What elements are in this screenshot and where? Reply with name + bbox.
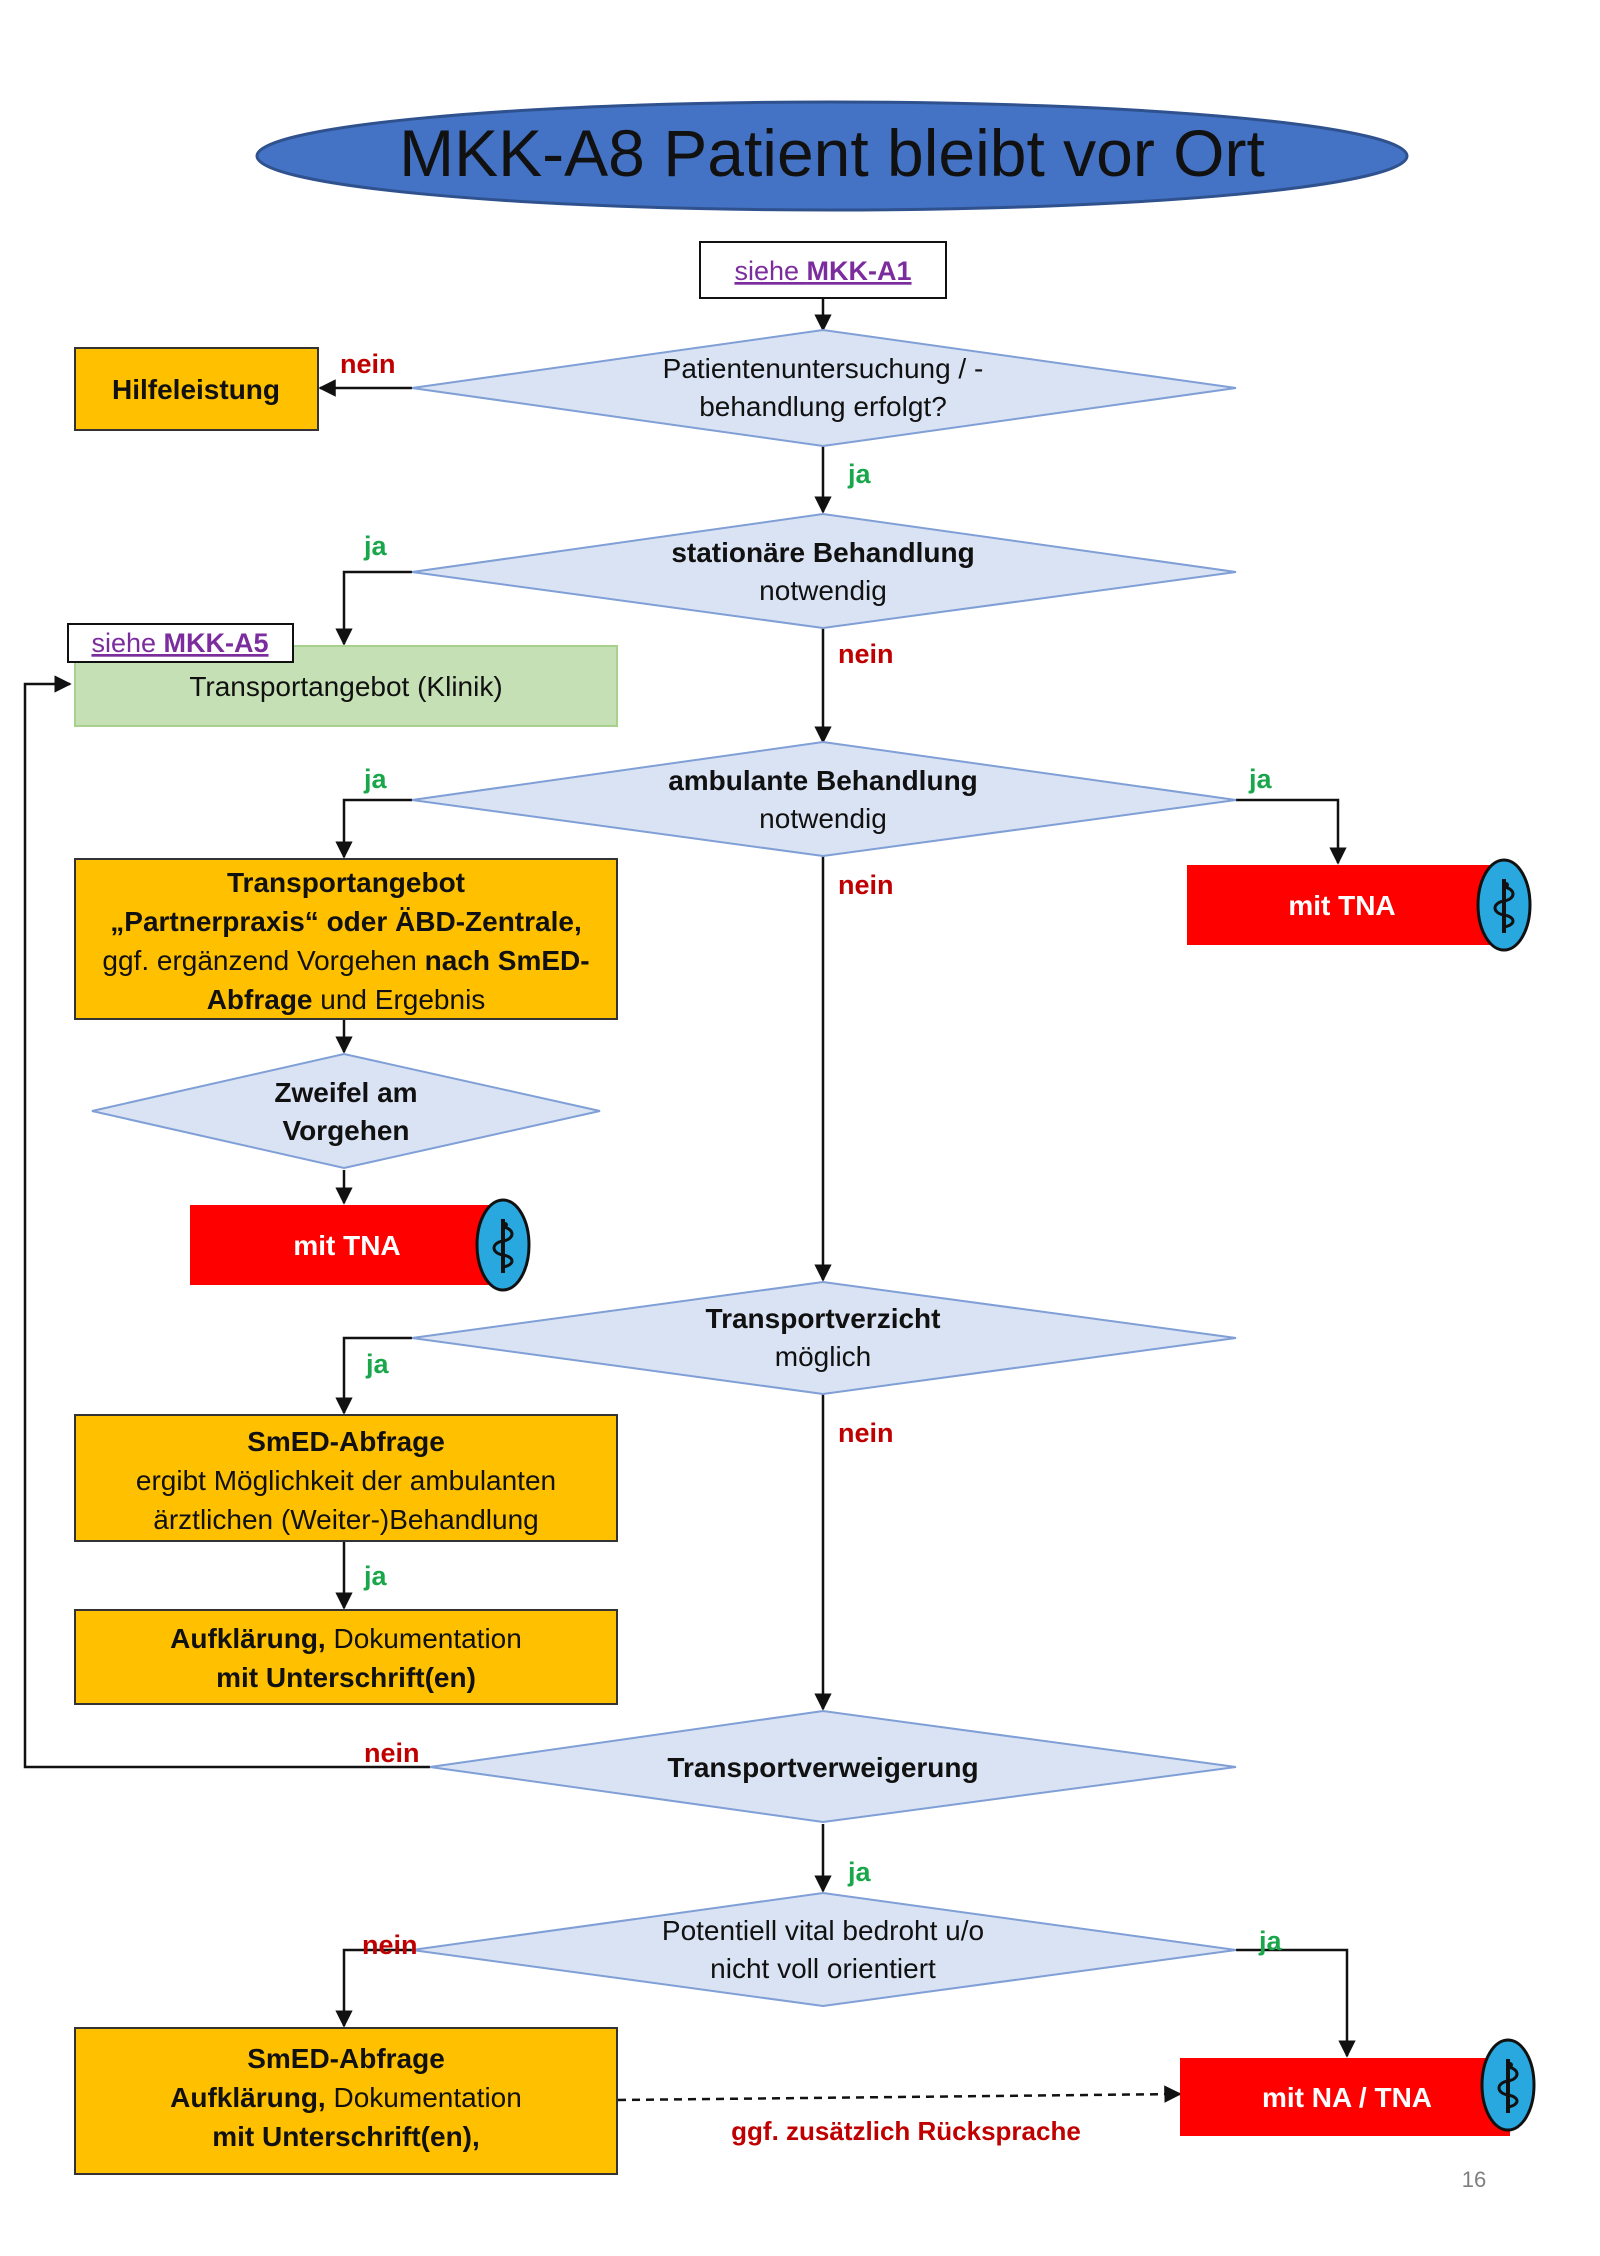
decision-untersuchung	[411, 328, 1237, 448]
label-ja-q3-left: ja	[363, 764, 388, 794]
box-smed-1-line3: ärztlichen (Weiter-)Behandlung	[153, 1504, 538, 1535]
decision-stationaer-line2: notwendig	[759, 575, 887, 606]
box-aufklaerung-1-line1: Aufklärung, Dokumentation	[170, 1623, 522, 1654]
title-ellipse	[255, 100, 1409, 212]
decision-ambulant-line2: notwendig	[759, 803, 887, 834]
box-smed-2	[74, 2027, 618, 2175]
box-smed-2-line1: SmED-Abfrage	[247, 2043, 445, 2074]
box-smed-1	[74, 1414, 618, 1542]
label-ja-q4: ja	[365, 1349, 390, 1379]
edge-q6-na	[1236, 1948, 1356, 2058]
box-mit-tna-right-text: mit TNA	[1288, 890, 1395, 921]
box-mit-tna-left-text: mit TNA	[293, 1230, 400, 1261]
label-ja-q1: ja	[847, 459, 872, 489]
decision-vital-bedroht-line1: Potentiell vital bedroht u/o	[662, 1915, 984, 1946]
box-transport-klinik-text: Transportangebot (Klinik)	[189, 671, 502, 702]
label-nein-q6: nein	[362, 1930, 418, 1960]
box-mit-na-tna	[1180, 2058, 1510, 2136]
ref-a5-box[interactable]	[67, 623, 294, 663]
edge-q3-tna-right	[1236, 798, 1347, 865]
box-hilfeleistung	[74, 347, 319, 431]
edge-q6-smed2	[335, 1948, 412, 2028]
label-nein-q5: nein	[364, 1738, 420, 1768]
ref-a1-box[interactable]	[699, 241, 947, 299]
decision-stationaer	[411, 512, 1237, 630]
label-nein-q1: nein	[340, 349, 396, 379]
label-ja-q2: ja	[363, 531, 388, 561]
page-number: 16	[1462, 2167, 1486, 2192]
box-partnerpraxis-line2: „Partnerpraxis“ oder ÄBD-Zentrale,	[110, 906, 581, 937]
decision-ambulant	[411, 740, 1237, 858]
label-ja-q5: ja	[847, 1857, 872, 1887]
dashed-note: ggf. zusätzlich Rücksprache	[731, 2116, 1081, 2146]
box-partnerpraxis-line1: Transportangebot	[227, 867, 465, 898]
label-nein-q3: nein	[838, 870, 894, 900]
box-mit-tna-right	[1187, 865, 1490, 945]
decision-zweifel	[91, 1052, 601, 1170]
edge-q4-smed	[335, 1336, 412, 1415]
box-partnerpraxis-line4: Abfrage und Ergebnis	[207, 984, 486, 1015]
edge-q5-klinik	[23, 675, 430, 1769]
label-nein-q4: nein	[838, 1418, 894, 1448]
box-smed-2-line3: mit Unterschrift(en),	[212, 2121, 480, 2152]
label-ja-smed1: ja	[363, 1561, 388, 1591]
edge-q2-klinik	[335, 570, 412, 646]
decision-transportverweigerung-text: Transportverweigerung	[667, 1752, 978, 1783]
edge-q3-partner	[335, 798, 412, 859]
box-partnerpraxis-line3: ggf. ergänzend Vorgehen nach SmED-	[102, 945, 589, 976]
decision-untersuchung-line2: behandlung erfolgt?	[699, 391, 947, 422]
decision-transportverzicht	[411, 1280, 1237, 1396]
box-mit-na-tna-text: mit NA / TNA	[1262, 2082, 1432, 2113]
box-partnerpraxis	[74, 858, 618, 1020]
decision-vital-bedroht-line2: nicht voll orientiert	[710, 1953, 936, 1984]
box-aufklaerung-1-line2: mit Unterschrift(en)	[216, 1662, 476, 1693]
ref-a5-link[interactable]: siehe MKK-A5	[91, 628, 268, 658]
decision-transportverweigerung	[429, 1709, 1237, 1824]
decision-zweifel-line1: Zweifel am	[274, 1077, 417, 1108]
page-title: MKK-A8 Patient bleibt vor Ort	[399, 116, 1265, 190]
label-ja-q3-right: ja	[1248, 764, 1273, 794]
decision-ambulant-line1: ambulante Behandlung	[668, 765, 978, 796]
decision-zweifel-line2: Vorgehen	[282, 1115, 409, 1146]
box-mit-tna-left	[190, 1205, 504, 1285]
decision-stationaer-line1: stationäre Behandlung	[671, 537, 974, 568]
edge-dashed-rueck	[617, 2085, 1182, 2103]
decision-transportverzicht-line1: Transportverzicht	[706, 1303, 941, 1334]
box-hilfeleistung-text: Hilfeleistung	[112, 374, 280, 405]
label-nein-q2: nein	[838, 639, 894, 669]
decision-untersuchung-line1: Patientenuntersuchung / -	[663, 353, 984, 384]
box-smed-1-line1: SmED-Abfrage	[247, 1426, 445, 1457]
decision-transportverzicht-line2: möglich	[775, 1341, 871, 1372]
label-ja-q6: ja	[1258, 1926, 1283, 1956]
box-smed-2-line2: Aufklärung, Dokumentation	[170, 2082, 522, 2113]
ref-a1-link[interactable]: siehe MKK-A1	[734, 256, 911, 286]
box-aufklaerung-1	[74, 1609, 618, 1705]
box-smed-1-line2: ergibt Möglichkeit der ambulanten	[136, 1465, 556, 1496]
decision-vital-bedroht	[411, 1891, 1237, 2008]
